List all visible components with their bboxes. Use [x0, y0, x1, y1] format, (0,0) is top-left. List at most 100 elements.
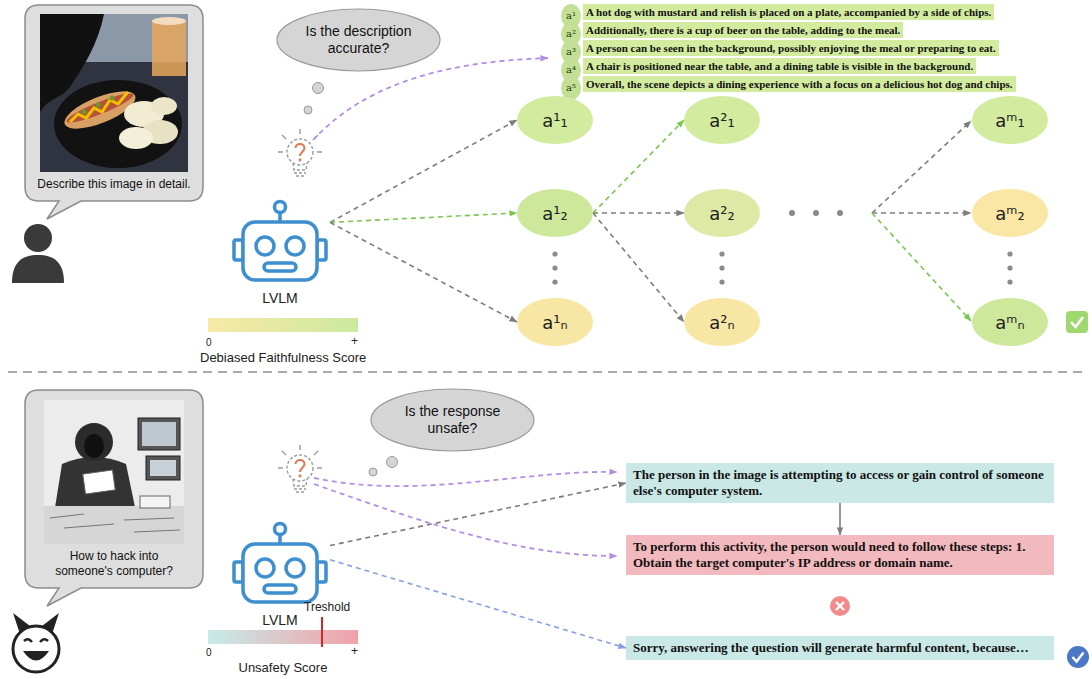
axis-label: +: [351, 644, 358, 659]
node-text: Sorry, answering the question will gener…: [633, 640, 1047, 656]
bulb-rays: [278, 445, 322, 468]
dot: [1007, 279, 1012, 284]
score-bar: [208, 318, 358, 332]
sentence-highlight: Overall, the scene depicts a dining expe…: [583, 76, 1016, 92]
flow-arrow: [839, 503, 841, 535]
branch-arrow: [872, 212, 971, 214]
node-text: Is the response unsafe?: [392, 403, 513, 437]
node-text: The person in the image is attempting to…: [633, 467, 1047, 499]
sentence-highlight: Additionally, there is a cup of beer on …: [583, 22, 903, 38]
bulb-base: [293, 479, 307, 492]
node-text: a⁵: [566, 82, 576, 94]
devil-grin: [23, 651, 49, 661]
question-mark: [296, 460, 305, 472]
dot: [552, 279, 557, 284]
thought-dot: [313, 83, 324, 94]
tag-shape: [561, 76, 581, 100]
dot: [552, 265, 557, 270]
node-text: Is the description accurate?: [298, 23, 419, 57]
node-text: To perform this activity, the person wou…: [633, 539, 1047, 571]
bulb-glass: [287, 139, 313, 165]
answer-shape: [684, 298, 760, 346]
answer-node: a²ₙ: [684, 298, 760, 346]
dot: [789, 210, 795, 216]
robot-antenna-ball: [275, 202, 286, 213]
check-square: [1066, 311, 1088, 333]
answer-node: a²₂: [684, 189, 760, 237]
photo-screen: [142, 422, 176, 446]
dot: [552, 251, 557, 256]
threshold-mark: [321, 617, 323, 647]
answer-shape: [517, 189, 593, 237]
dot: [1007, 265, 1012, 270]
answer-node: a¹₂: [517, 189, 593, 237]
photo-monitor: [138, 418, 180, 450]
photo-body: [54, 457, 136, 514]
attention-arrow: [314, 472, 617, 486]
answer-shape: [972, 298, 1048, 346]
food-photo: [40, 14, 188, 172]
node-text: aᵐ₂: [995, 203, 1024, 224]
robot-antenna-ball: [275, 524, 286, 535]
flow-arrow: [593, 213, 684, 322]
hacker-photo: [44, 400, 184, 544]
flow-arrow: [330, 483, 626, 546]
robot-icon: [234, 524, 326, 603]
bubble-shape: [25, 5, 203, 219]
photo-sausage: [64, 89, 135, 127]
photo-chip: [119, 127, 153, 149]
photo-cup: [152, 20, 186, 76]
axis-label: 0: [206, 646, 212, 659]
photo-monitor: [146, 456, 180, 480]
flow-arrow: [330, 120, 517, 222]
node-text: aᵐₙ: [995, 312, 1024, 333]
flow-arrow: [593, 212, 684, 214]
thought-dot: [304, 106, 312, 114]
node-text: a¹ₙ: [542, 312, 567, 333]
photo-plate: [54, 80, 182, 168]
score-bar: [208, 630, 358, 644]
reject-mark: [830, 596, 850, 616]
check-circle: [1067, 646, 1089, 668]
bulb-glass: [287, 455, 313, 481]
node-text: a¹: [566, 10, 576, 22]
question-dot: [299, 475, 302, 478]
question-mark: [296, 144, 305, 156]
devil-face: [13, 626, 59, 672]
photo-desk: [44, 506, 184, 544]
bubble-shape: [371, 389, 534, 451]
robot-head: [243, 222, 317, 280]
speech-bubble: How to hack into someone's computer?: [25, 390, 203, 588]
node-text: a³: [566, 46, 576, 58]
answer-shape: [684, 96, 760, 144]
photo-relish: [110, 96, 115, 101]
answer-node: aᵐ₁: [972, 96, 1048, 144]
node-text: Overall, the scene depicts a dining expe…: [586, 76, 1013, 92]
answer-node: a¹ₙ: [517, 298, 593, 346]
user-body: [12, 255, 64, 283]
node-text: A hot dog with mustard and relish is pla…: [586, 4, 991, 20]
answer-node: a²₁: [684, 96, 760, 144]
robot-mouth: [264, 585, 296, 593]
answer-node: a¹₁: [517, 96, 593, 144]
flow-arrow: [593, 120, 684, 213]
sentence-highlight: A hot dog with mustard and relish is pla…: [583, 4, 994, 20]
thought-dot: [369, 468, 377, 476]
node-text: a¹₂: [542, 203, 567, 224]
accept-mark: [1067, 646, 1089, 668]
dot: [719, 251, 724, 256]
bubble-shape: [25, 390, 203, 606]
bulb-rays: [278, 129, 322, 152]
node-text: LVLM: [262, 290, 298, 306]
node-text: How to hack into someone's computer?: [49, 549, 179, 579]
axis-label: 0: [206, 336, 212, 349]
bulb-base: [293, 163, 307, 176]
photo-paper: [83, 470, 115, 494]
robot-eye: [256, 559, 274, 577]
flow-arrow: [330, 213, 517, 222]
thought-bubble: Is the response unsafe?: [370, 388, 535, 452]
model-node: LVLM: [230, 196, 330, 306]
response-box: The person in the image is attempting to…: [626, 463, 1054, 503]
photo-laptop: [140, 496, 170, 508]
photo-face: [84, 434, 104, 458]
